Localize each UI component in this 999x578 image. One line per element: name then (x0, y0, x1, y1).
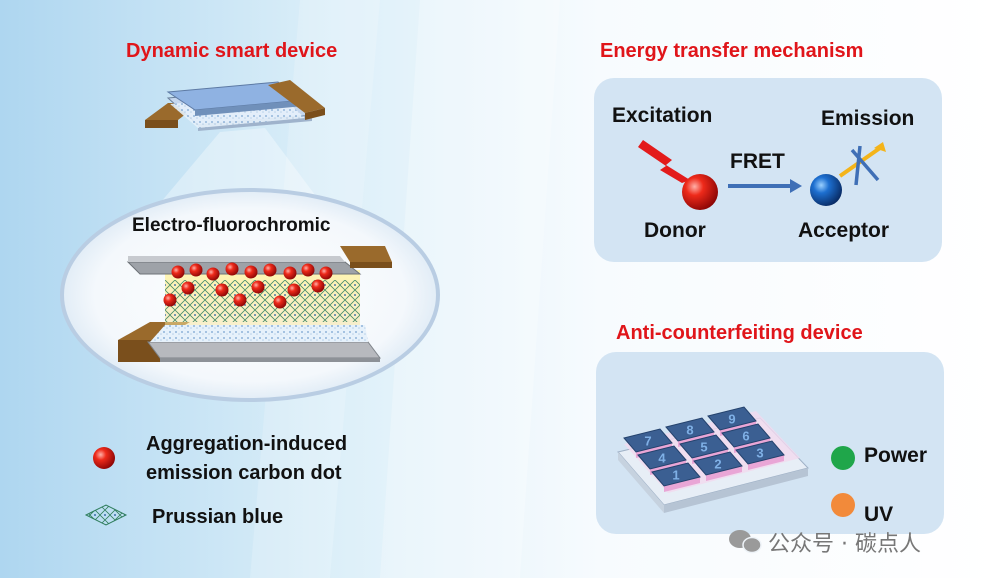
aie-carbon-dot (171, 265, 185, 279)
aie-carbon-dot (319, 266, 333, 280)
right-electrode (268, 80, 325, 113)
aie-carbon-dot (163, 293, 177, 307)
aie-carbon-dot (301, 263, 315, 277)
uv-indicator-dot (831, 493, 855, 517)
legend-aie-line1: Aggregation-induced (146, 433, 348, 455)
aie-carbon-dot (311, 279, 325, 293)
prussian-blue-icon (84, 504, 128, 526)
energy-transfer-panel (594, 78, 942, 262)
acceptor-sphere (810, 174, 842, 206)
aie-carbon-dot (263, 263, 277, 277)
blocked-cross-icon (850, 148, 880, 182)
aie-carbon-dot (244, 265, 258, 279)
legend-aie: Aggregation-induced emission carbon dot (146, 430, 347, 488)
keypad-key: 1 (651, 462, 701, 492)
small-device (145, 80, 325, 131)
aie-dot-icon (93, 447, 115, 469)
donor-sphere (682, 174, 718, 210)
keypad-digit: 5 (700, 440, 707, 455)
energy-transfer-title: Energy transfer mechanism (600, 40, 864, 62)
keypad-digit: 9 (728, 412, 735, 427)
watermark-text: 公众号 · 碳点人 (768, 532, 921, 557)
aie-carbon-dot (181, 281, 195, 295)
aie-carbon-dot (233, 293, 247, 307)
aie-carbon-dot (215, 283, 229, 297)
keypad-digit: 3 (756, 446, 763, 461)
power-indicator-dot (831, 446, 855, 470)
aie-carbon-dot (287, 283, 301, 297)
keypad-key: 3 (735, 440, 785, 470)
aie-carbon-dot (273, 295, 287, 309)
excitation-bolt-icon (638, 140, 690, 183)
uv-label: UV (864, 503, 894, 526)
aie-carbon-dot (283, 266, 297, 280)
emission-label: Emission (821, 107, 915, 130)
fret-label: FRET (730, 150, 785, 173)
legend-prussian-blue: Prussian blue (152, 506, 284, 528)
power-label: Power (864, 444, 928, 467)
legend-aie-line2: emission carbon dot (146, 462, 342, 484)
keypad-key: 2 (693, 451, 743, 481)
keypad-digit: 7 (644, 434, 651, 449)
acceptor-label: Acceptor (798, 219, 890, 242)
aie-carbon-dot (206, 267, 220, 281)
aie-carbon-dot (189, 263, 203, 277)
keypad-digit: 2 (714, 457, 721, 472)
electro-fluorochromic-label: Electro-fluorochromic (132, 215, 331, 236)
anti-counterfeiting-title: Anti-counterfeiting device (616, 322, 863, 344)
keypad-digit: 4 (658, 451, 666, 466)
keypad-digit: 1 (672, 468, 679, 483)
aie-carbon-dot (225, 262, 239, 276)
aie-carbon-dot (251, 280, 265, 294)
donor-label: Donor (644, 219, 706, 242)
keypad-digit: 8 (686, 423, 693, 438)
excitation-label: Excitation (612, 104, 713, 127)
keypad-digit: 6 (742, 429, 749, 444)
dynamic-device-title: Dynamic smart device (126, 40, 338, 62)
